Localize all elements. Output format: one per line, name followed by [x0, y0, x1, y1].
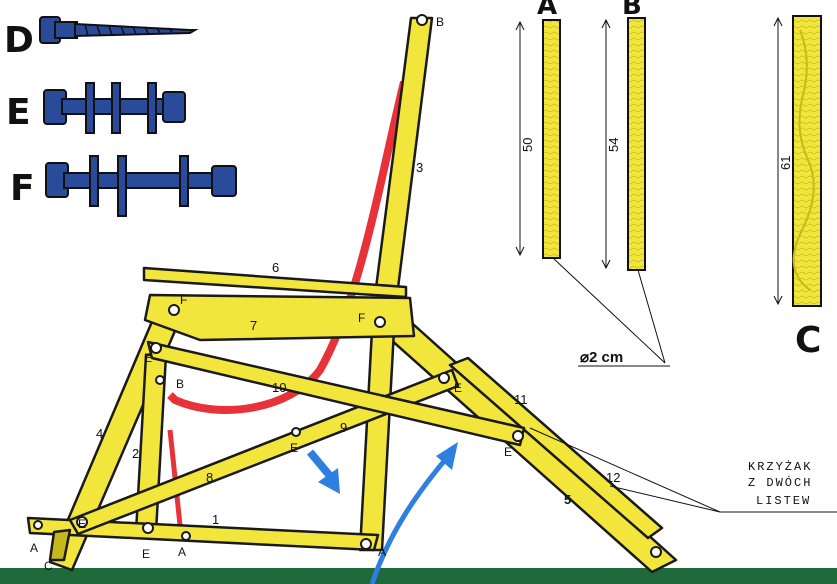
ground-strip — [0, 568, 837, 584]
joint-f-right: F — [358, 311, 365, 325]
note-line-1: KRZYŻAK — [748, 459, 812, 474]
part-b-length: 54 — [606, 138, 621, 152]
joint-e-4: E — [504, 445, 512, 459]
joint-e-5: E — [78, 517, 86, 531]
part-b-label: B — [622, 0, 642, 21]
bolt-e-label: E — [6, 92, 31, 133]
part-num-9: 9 — [340, 420, 347, 435]
part-c — [773, 15, 822, 307]
part-a-label: A — [537, 0, 557, 21]
part-num-11: 11 — [514, 392, 528, 407]
joint-e-2: E — [290, 441, 298, 455]
part-c-length: 61 — [778, 156, 793, 170]
joint-e-1: E — [144, 351, 152, 365]
joint-a-front: A — [30, 541, 38, 555]
joint-b-top: B — [436, 15, 444, 29]
note-leaders — [529, 427, 837, 513]
part-a-length: 50 — [520, 138, 535, 152]
part-num-1: 1 — [212, 512, 219, 527]
part-num-10: 10 — [272, 380, 286, 395]
diameter-label: ⌀2 cm — [580, 349, 623, 366]
joint-c-foot: C — [44, 559, 53, 573]
part-b — [601, 17, 646, 271]
part-num-3: 3 — [416, 160, 423, 175]
part-num-12: 12 — [606, 470, 620, 485]
part-num-5: 5 — [564, 492, 571, 507]
note-line-2: Z DWÓCH — [748, 475, 812, 490]
part-num-2: 2 — [132, 446, 139, 461]
joint-a-back: A — [378, 545, 386, 559]
joint-f-left: F — [180, 293, 187, 307]
joint-b-mid: B — [176, 377, 184, 391]
joint-e-6: E — [142, 547, 150, 561]
part-num-4: 4 — [96, 426, 103, 441]
part-num-7: 7 — [250, 318, 257, 333]
bolt-f — [45, 155, 237, 217]
part-a — [515, 19, 561, 259]
part-num-8: 8 — [206, 470, 213, 485]
diameter-callout — [552, 257, 670, 367]
part-c-label: C — [795, 320, 821, 361]
bolt-e — [43, 82, 186, 134]
note-line-3: LISTEW — [756, 494, 811, 508]
part-num-6: 6 — [272, 260, 279, 275]
chair-drawing — [26, 14, 678, 574]
bolt-d-label: D — [4, 20, 34, 61]
bolt-d — [39, 16, 199, 44]
joint-a-mid: A — [178, 545, 186, 559]
bolt-f-label: F — [10, 168, 35, 209]
joint-e-3: E — [454, 381, 462, 395]
motion-arrows — [306, 442, 458, 584]
